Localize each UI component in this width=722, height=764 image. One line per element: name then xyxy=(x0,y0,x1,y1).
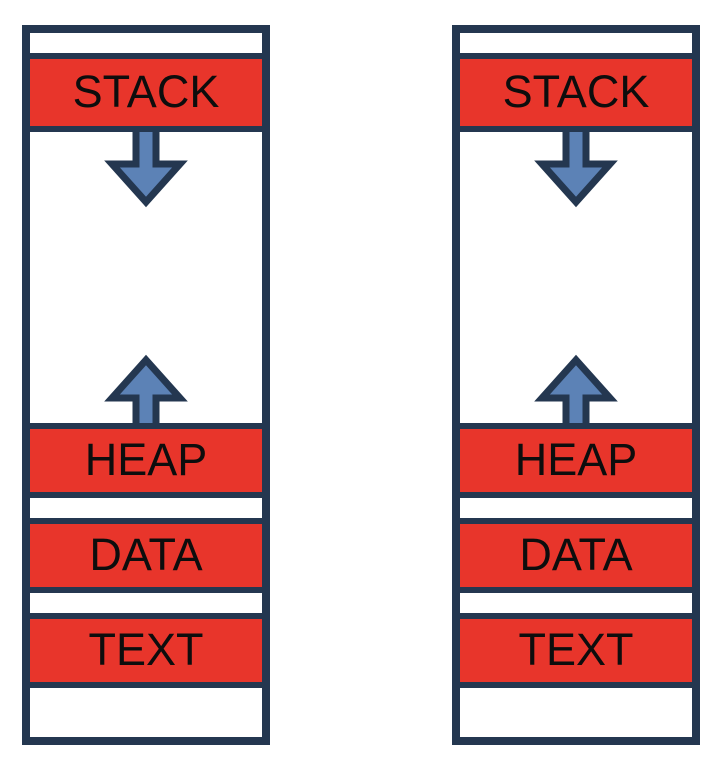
stack-segment: STACK xyxy=(30,53,262,132)
heap-segment: HEAP xyxy=(460,423,692,498)
process-memory-layout-right: STACK HEAP DATA TEXT xyxy=(452,25,700,745)
heap-label: HEAP xyxy=(84,434,208,485)
heap-grows-up-arrow-icon xyxy=(534,354,618,430)
data-label: DATA xyxy=(89,529,203,580)
text-label: TEXT xyxy=(518,624,634,675)
stack-segment: STACK xyxy=(460,53,692,132)
stack-label: STACK xyxy=(72,66,220,117)
stack-label: STACK xyxy=(502,66,650,117)
text-segment: TEXT xyxy=(460,613,692,688)
data-label: DATA xyxy=(519,529,633,580)
process-memory-layout-left: STACK HEAP DATA TEXT xyxy=(22,25,270,745)
stack-grows-down-arrow-icon xyxy=(534,132,618,208)
heap-label: HEAP xyxy=(514,434,638,485)
heap-segment: HEAP xyxy=(30,423,262,498)
data-segment: DATA xyxy=(30,518,262,593)
data-segment: DATA xyxy=(460,518,692,593)
stack-grows-down-arrow-icon xyxy=(104,132,188,208)
heap-grows-up-arrow-icon xyxy=(104,354,188,430)
text-label: TEXT xyxy=(88,624,204,675)
text-segment: TEXT xyxy=(30,613,262,688)
